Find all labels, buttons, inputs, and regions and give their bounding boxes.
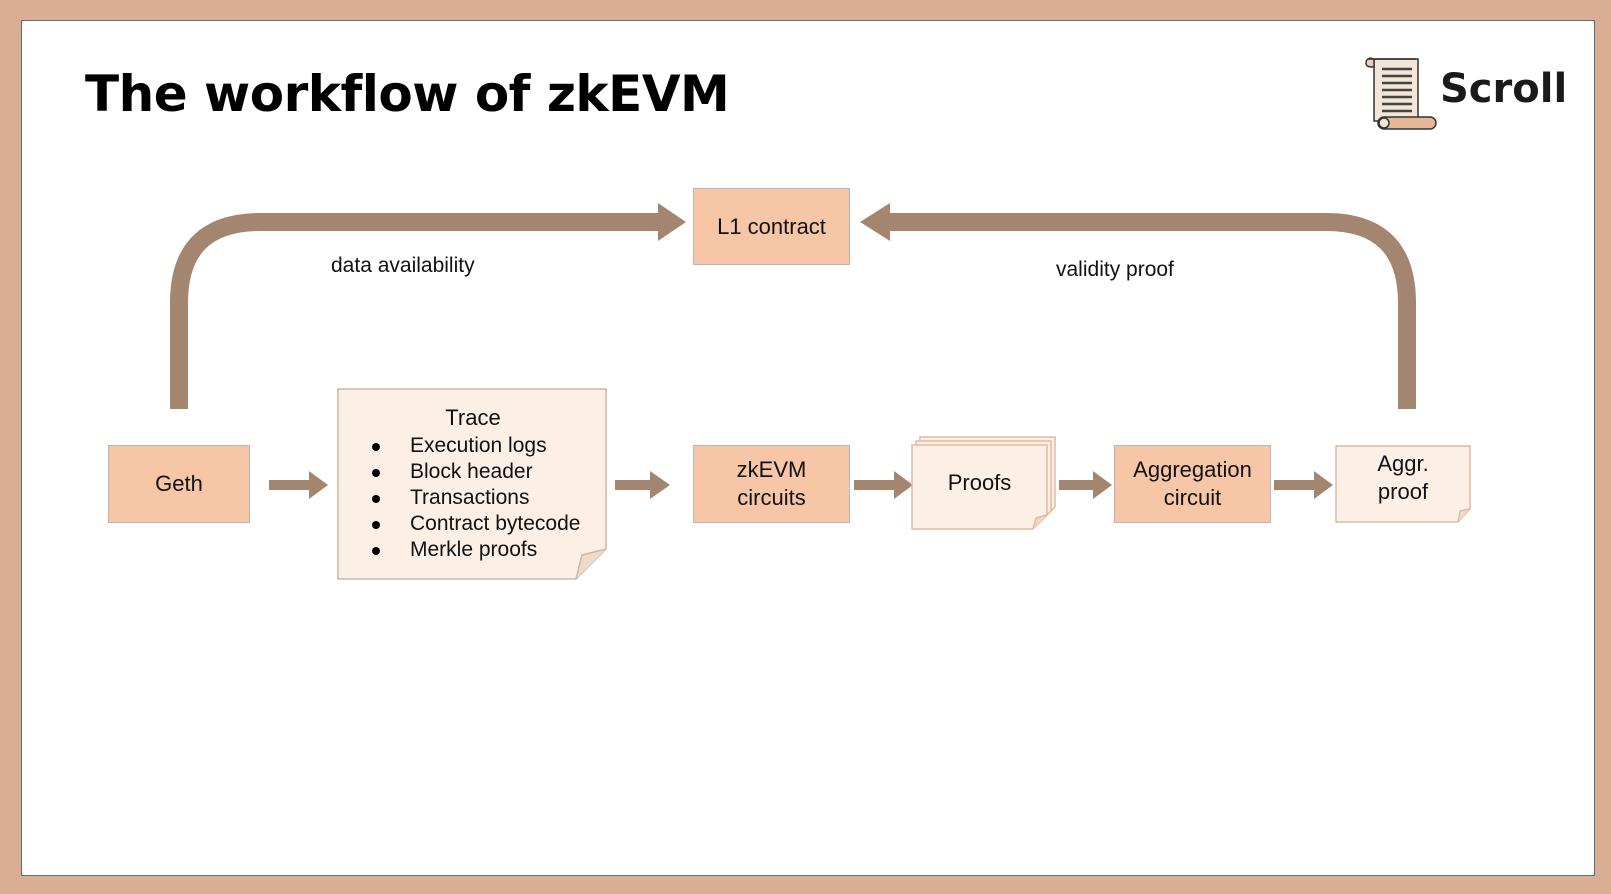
validity-proof-label: validity proof [1056,258,1174,281]
scroll-logo: Scroll [1360,53,1590,133]
geth-box: Geth [108,445,250,523]
trace-title: Trace [445,405,501,430]
zkevm-circuits-line1: zkEVM [736,457,807,482]
slide: The workflow of zkEVM Scroll [21,20,1595,876]
aggr-proof-line2: proof [1377,479,1429,504]
trace-item: Block header [372,459,580,485]
l1-contract-label: L1 contract [717,213,826,239]
proofs-box: Proofs [912,445,1047,529]
arrow-geth-to-trace [269,471,328,499]
zkevm-circuits-line2: circuits [737,485,806,510]
data-availability-arrow [170,213,662,409]
scroll-icon [1365,57,1437,130]
trace-item: Merkle proofs [372,537,580,563]
trace-list: Execution logs Block header Transactions… [372,433,580,563]
trace-item: Transactions [372,485,580,511]
aggregation-circuit-line2: circuit [1163,485,1222,510]
geth-label: Geth [155,471,203,496]
proofs-label: Proofs [947,470,1012,495]
data-availability-arrowhead [658,203,686,241]
trace-item: Contract bytecode [372,511,580,537]
validity-proof-arrowhead [860,203,890,241]
data-availability-label: data availability [331,254,475,277]
logo-text: Scroll [1440,66,1568,112]
aggregation-circuit-box: Aggregation circuit [1114,445,1271,523]
aggr-proof-box: Aggr. proof [1336,446,1470,522]
arrow-trace-to-zkevm [615,471,670,499]
arrow-zkevm-to-proofs [854,471,913,499]
arrow-aggregation-to-aggr-proof [1274,471,1333,499]
validity-proof-arrow [886,213,1416,409]
proofs-stack-shape [911,436,1056,530]
aggr-proof-line1: Aggr. [1377,451,1429,476]
arrow-proofs-to-aggregation [1059,471,1112,499]
zkevm-circuits-box: zkEVM circuits [693,445,850,523]
slide-title: The workflow of zkEVM [85,65,730,123]
aggregation-circuit-line1: Aggregation [1133,457,1252,482]
diagram-connectors [170,203,1471,580]
l1-contract-box: L1 contract [693,188,850,265]
trace-note: Trace Execution logs Block header Transa… [338,389,608,579]
trace-item: Execution logs [372,433,580,459]
